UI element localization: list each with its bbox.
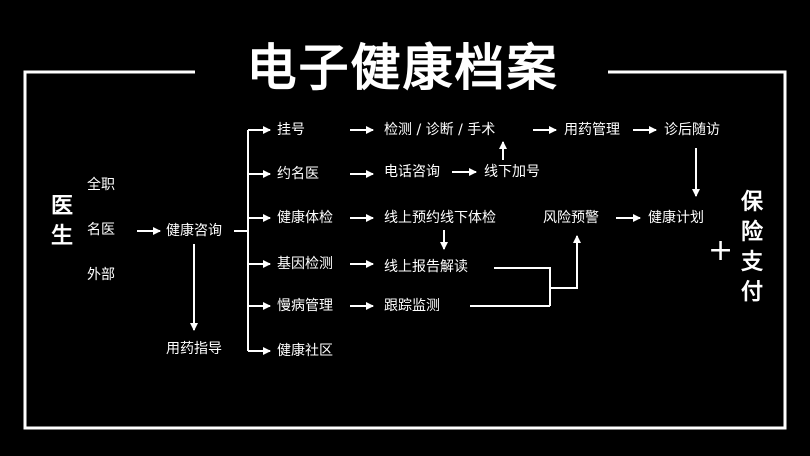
node-health-plan: 健康计划 xyxy=(648,210,704,226)
arrow-merge-risk xyxy=(550,235,581,289)
service-famous-doctor: 约名医 xyxy=(277,166,319,182)
doctor-type-fulltime: 全职 xyxy=(87,177,115,193)
node-tracking-monitor: 跟踪监测 xyxy=(384,298,440,314)
node-medication-management: 用药管理 xyxy=(564,122,620,138)
service-gene-test: 基因检测 xyxy=(277,256,333,272)
frame-border xyxy=(23,70,787,430)
service-chronic-care: 慢病管理 xyxy=(277,298,333,314)
plus-sign: + xyxy=(708,233,734,268)
connector-report-merge xyxy=(494,267,551,306)
node-risk-warning: 风险预警 xyxy=(543,210,599,226)
node-follow-up: 诊后随访 xyxy=(664,122,720,138)
insurance-label: 保险支付 xyxy=(740,190,763,305)
service-register: 挂号 xyxy=(277,122,305,138)
doctor-type-external: 外部 xyxy=(87,267,115,283)
medication-guidance-node: 用药指导 xyxy=(166,341,222,357)
doctor-label: 医生 xyxy=(50,194,73,249)
node-phone-consult: 电话咨询 xyxy=(384,164,440,180)
node-offline-add: 线下加号 xyxy=(484,164,540,180)
node-online-report: 线上报告解读 xyxy=(384,259,468,275)
service-checkup: 健康体检 xyxy=(277,210,333,226)
page-title: 电子健康档案 xyxy=(246,39,559,97)
service-health-community: 健康社区 xyxy=(277,343,333,359)
node-detect-diagnose-surgery: 检测 / 诊断 / 手术 xyxy=(384,122,496,138)
health-consult-node: 健康咨询 xyxy=(166,223,222,239)
node-online-booking-checkup: 线上预约线下体检 xyxy=(384,210,496,226)
doctor-type-famous: 名医 xyxy=(87,222,115,238)
